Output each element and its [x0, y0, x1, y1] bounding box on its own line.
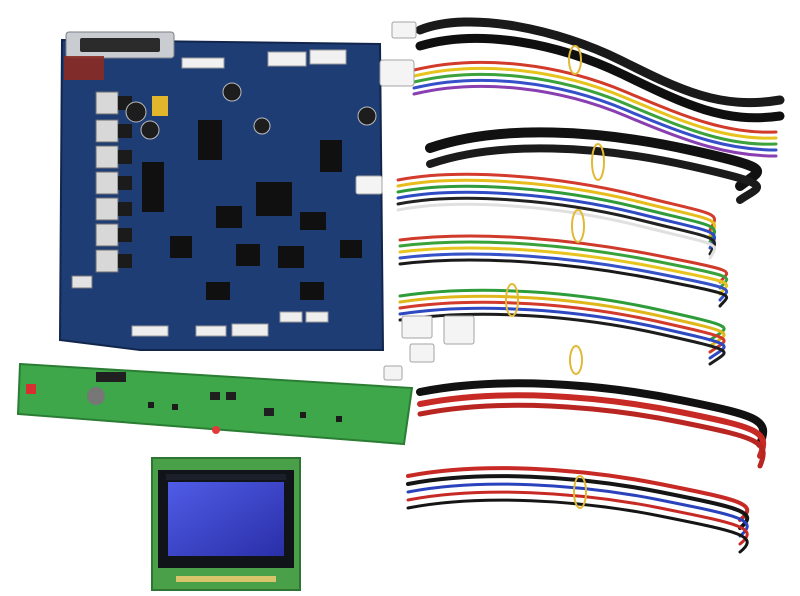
main-board	[58, 31, 385, 351]
header-connector	[267, 51, 307, 67]
capacitors	[125, 82, 377, 140]
lcd-module	[151, 457, 301, 591]
header-connector	[181, 57, 225, 69]
harness-connectors	[355, 21, 475, 381]
db-connector	[64, 31, 175, 80]
bottom-connectors	[131, 311, 329, 337]
tie-wraps	[505, 45, 605, 509]
button-board	[16, 362, 414, 446]
transistor-column	[95, 91, 119, 273]
integrated-circuits	[142, 120, 362, 300]
header-connector	[309, 49, 347, 65]
wire-harness-bundles	[396, 17, 785, 554]
